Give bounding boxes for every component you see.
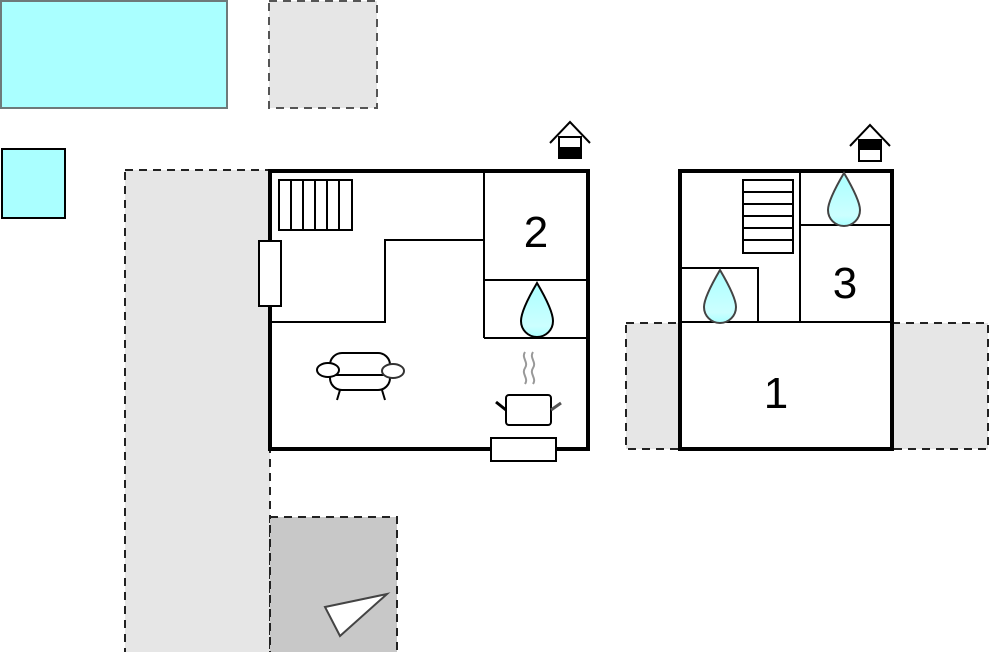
water-drop-icon bbox=[519, 281, 555, 338]
cooking-pot-icon bbox=[495, 351, 562, 426]
outdoor-area-top bbox=[268, 0, 378, 109]
compass-arrow-icon bbox=[323, 592, 391, 638]
window-icon bbox=[258, 240, 282, 307]
terrace-right-west bbox=[625, 322, 681, 450]
stairs-icon bbox=[278, 179, 353, 231]
left-building: 2 bbox=[258, 169, 590, 462]
terrace-left bbox=[124, 169, 271, 652]
room-number-1: 1 bbox=[764, 369, 788, 418]
small-pool bbox=[1, 148, 66, 219]
window-icon bbox=[490, 437, 557, 462]
covered-area bbox=[269, 516, 398, 652]
terrace-right-east bbox=[891, 322, 989, 450]
water-drop-icon bbox=[826, 171, 862, 227]
right-building: 3 1 bbox=[678, 169, 894, 451]
sofa-icon bbox=[316, 352, 405, 401]
water-drop-icon bbox=[702, 268, 738, 324]
pool bbox=[0, 0, 228, 109]
entrance-house-icon bbox=[849, 123, 891, 162]
room-number-3: 3 bbox=[833, 259, 857, 308]
room-number-2: 2 bbox=[524, 208, 548, 257]
stairs-icon bbox=[742, 179, 794, 254]
entrance-house-icon bbox=[549, 120, 591, 159]
